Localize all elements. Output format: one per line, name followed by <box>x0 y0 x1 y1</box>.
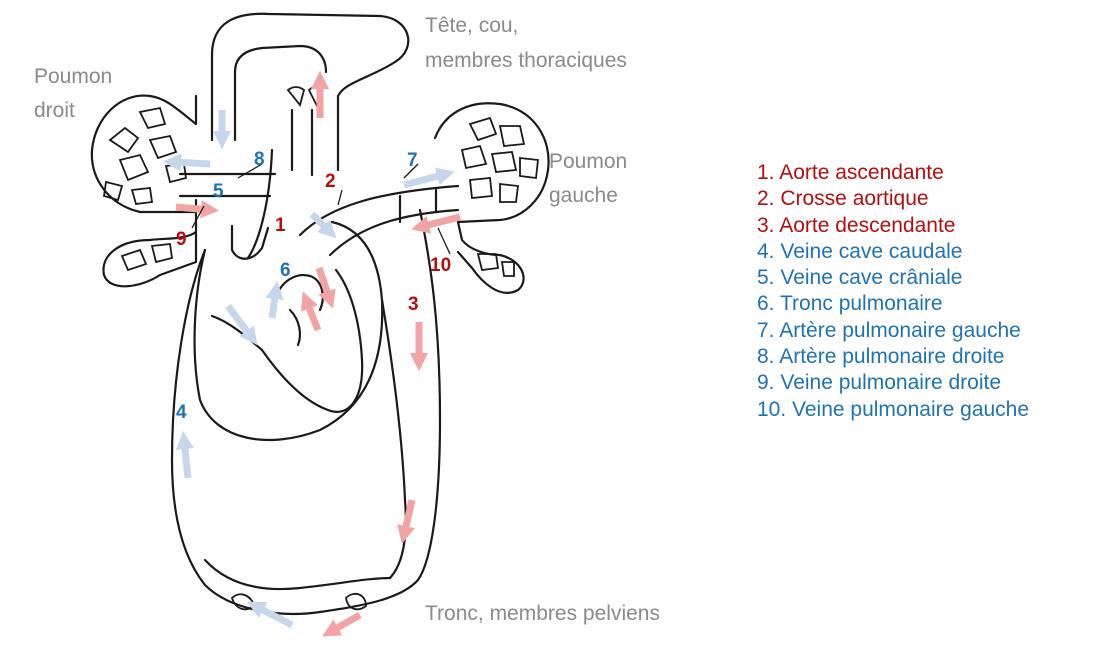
legend-item: 4. Veine cave caudale <box>757 239 1029 265</box>
arrow-red-trunk <box>330 615 360 632</box>
legend-item: 10. Veine pulmonaire gauche <box>757 397 1029 423</box>
marker-6: 6 <box>280 260 291 281</box>
head-capillary-bed <box>212 14 408 175</box>
marker-1: 1 <box>275 215 286 236</box>
marker-5: 5 <box>213 181 224 202</box>
arrow-blue-left-pulmonary-artery <box>404 174 446 185</box>
left-lung <box>435 103 549 293</box>
marker-10: 10 <box>430 255 451 276</box>
arrow-blue-caudal-vena-cava <box>184 440 188 478</box>
arrow-blue-trunk-return <box>255 606 292 625</box>
label-left-lung-line2: gauche <box>549 184 618 207</box>
legend-item: 2. Crosse aortique <box>757 186 1029 212</box>
arrow-blue-right-pulmonary-artery <box>172 162 210 164</box>
legend-item: 9. Veine pulmonaire droite <box>757 370 1029 396</box>
legend-item: 8. Artère pulmonaire droite <box>757 344 1029 370</box>
marker-9: 9 <box>176 229 187 250</box>
label-trunk: Tronc, membres pelviens <box>425 602 660 625</box>
arrow-red-aorta-in <box>306 300 318 330</box>
systemic-circuit <box>172 210 440 614</box>
label-right-lung-line2: droit <box>34 99 75 122</box>
marker-8: 8 <box>254 149 265 170</box>
legend-item: 5. Veine cave crâniale <box>757 265 1029 291</box>
marker-4: 4 <box>176 402 187 423</box>
label-head-line2: membres thoraciques <box>425 49 627 72</box>
marker-3: 3 <box>408 294 419 315</box>
label-right-lung-line1: Poumon <box>34 65 112 88</box>
legend-item: 1. Aorte ascendante <box>757 160 1029 186</box>
label-left-lung-line1: Poumon <box>549 150 627 173</box>
marker-2: 2 <box>325 171 336 192</box>
leader-lines <box>192 164 450 254</box>
arrow-red-left-pulmonary-vein <box>420 217 460 227</box>
legend-item: 7. Artère pulmonaire gauche <box>757 318 1029 344</box>
marker-7: 7 <box>407 150 418 171</box>
arrow-blue-pulmonary-trunk <box>272 290 276 318</box>
legend-item: 6. Tronc pulmonaire <box>757 291 1029 317</box>
legend: 1. Aorte ascendante 2. Crosse aortique 3… <box>757 160 1029 423</box>
arrow-red-right-pulmonary-vein <box>176 207 210 210</box>
label-head-line1: Tête, cou, <box>425 14 518 37</box>
right-lung <box>92 96 196 287</box>
legend-item: 3. Aorte descendante <box>757 213 1029 239</box>
